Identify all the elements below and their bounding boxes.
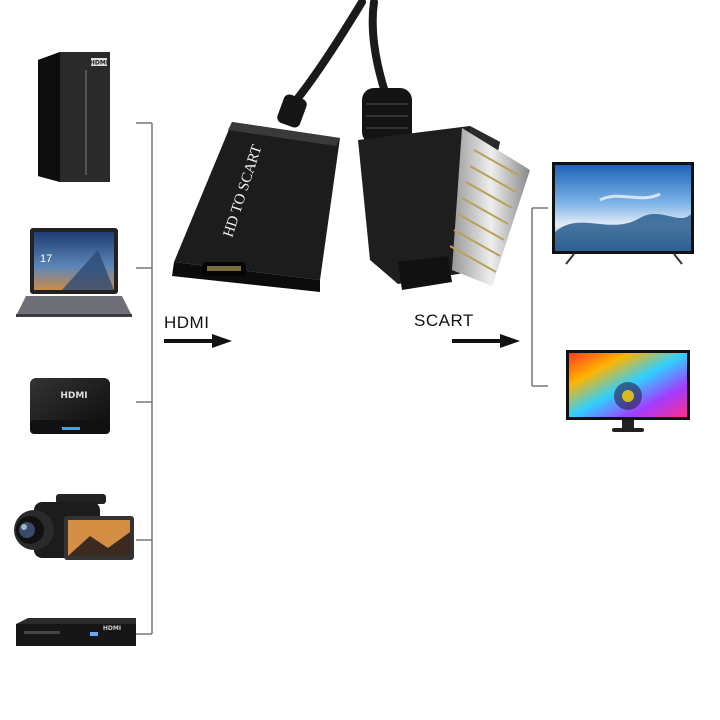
output-bracket (531, 207, 548, 387)
dvd-player: HDMI (16, 618, 136, 646)
tv-box: HDMI (30, 378, 110, 434)
right-arrow-icon (164, 334, 232, 348)
cables (294, 0, 389, 102)
hdmi-label: HDMI (164, 313, 210, 332)
right-arrow-icon (452, 334, 520, 348)
pc-tower-brand: HDMI (90, 60, 108, 67)
dvd-player-brand: HDMI (103, 625, 121, 632)
source-bracket (136, 122, 153, 635)
laptop: 17 (16, 228, 132, 317)
laptop-clock: 17 (40, 253, 52, 265)
scart-plug (358, 88, 530, 290)
scart-pins (449, 149, 521, 273)
hdmi-adapter: HD TO SCART (172, 94, 340, 292)
tv-box-brand: HDMI (60, 391, 87, 401)
monitor (566, 350, 690, 432)
pc-tower: HDMI (38, 52, 110, 182)
camcorder (14, 494, 134, 560)
tv (552, 162, 694, 265)
scart-label: SCART (414, 311, 474, 330)
